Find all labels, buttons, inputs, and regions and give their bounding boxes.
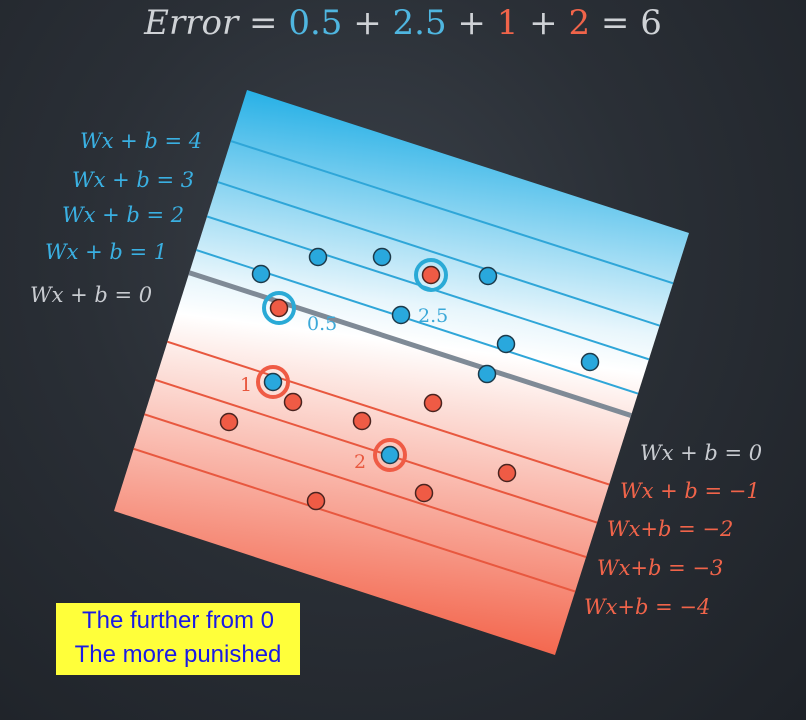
right-label-neg4: Wx+b = −4 (584, 595, 710, 619)
gradient-panel (114, 90, 689, 655)
blue-points (251, 247, 600, 465)
red-point (306, 491, 326, 511)
error-equation: Error = 0.5 + 2.5 + 1 + 2 = 6 (143, 3, 662, 43)
red-point (219, 412, 239, 432)
red-point-misclassified (269, 298, 289, 318)
left-label-3: Wx + b = 3 (72, 168, 194, 192)
level-line-4 (149, 114, 689, 309)
ring-error-2 (373, 438, 407, 472)
error-label-2-5: 2.5 (418, 305, 448, 327)
red-points (219, 265, 517, 511)
blue-point (580, 352, 600, 372)
error-label-2: 2 (354, 451, 366, 473)
left-label-4: Wx + b = 4 (80, 129, 202, 153)
right-level-labels: Wx + b = 0 Wx + b = −1 Wx+b = −2 Wx+b = … (584, 441, 762, 619)
left-level-labels: Wx + b = 4 Wx + b = 3 Wx + b = 2 Wx + b … (30, 129, 202, 307)
right-label-neg2: Wx+b = −2 (607, 517, 733, 541)
ring-error-1 (256, 365, 290, 399)
left-label-0: Wx + b = 0 (30, 283, 152, 307)
red-point (414, 483, 434, 503)
right-label-neg1: Wx + b = −1 (620, 479, 760, 503)
level-line-3 (149, 159, 689, 356)
blue-point-misclassified (263, 372, 283, 392)
misclassified-rings (256, 258, 448, 472)
caption-line-2: The more punished (74, 641, 282, 668)
caption-line-1: The further from 0 (81, 607, 275, 634)
blue-point (496, 334, 516, 354)
blue-point-misclassified (380, 445, 400, 465)
ring-error-0-5 (262, 291, 296, 325)
red-point (283, 392, 303, 412)
blue-point (391, 305, 411, 325)
red-point (497, 463, 517, 483)
left-label-2: Wx + b = 2 (62, 203, 184, 227)
blue-point (308, 247, 328, 267)
blue-point (372, 247, 392, 267)
blue-point (478, 266, 498, 286)
error-label-0-5: 0.5 (307, 313, 337, 335)
blue-point (251, 264, 271, 284)
ring-error-2-5 (414, 258, 448, 292)
left-label-1: Wx + b = 1 (45, 240, 167, 264)
error-label-1: 1 (240, 374, 252, 396)
right-label-neg3: Wx+b = −3 (597, 556, 723, 580)
red-point-misclassified (421, 265, 441, 285)
red-point (352, 411, 372, 431)
blue-point (477, 364, 497, 384)
red-point (423, 393, 443, 413)
caption-box: The further from 0 The more punished (56, 603, 300, 675)
right-label-0: Wx + b = 0 (640, 441, 762, 465)
